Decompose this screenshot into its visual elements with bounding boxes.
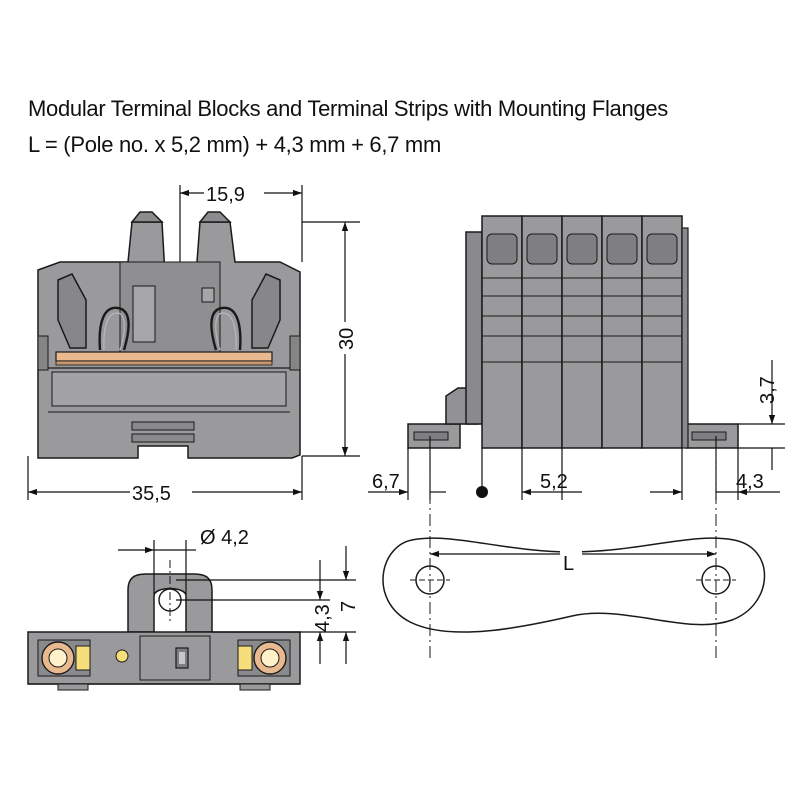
dim-top-width: 15,9	[179, 180, 303, 262]
dim-flange-left: 6,7	[368, 436, 446, 500]
dim-label-flange-height: 3,7	[757, 376, 779, 404]
mounting-pattern: L	[382, 448, 766, 660]
length-formula: L = (Pole no. x 5,2 mm) + 4,3 mm + 6,7 m…	[28, 132, 441, 157]
dim-label-offset-b: 7	[338, 601, 360, 612]
centre-mark	[476, 448, 488, 498]
pole	[521, 215, 563, 449]
pole	[601, 215, 643, 449]
dim-flange-right: 4,3	[715, 436, 780, 500]
front-view	[407, 215, 739, 449]
pole	[481, 215, 523, 449]
dim-label-overall-width: 35,5	[132, 483, 171, 505]
dim-label-offset-a: 4,3	[312, 604, 334, 632]
dim-overall-width: 35,5	[27, 456, 303, 505]
dim-flange-height: 3,7	[738, 360, 785, 470]
dim-label-flange-left: 6,7	[372, 471, 400, 493]
dim-label-height: 30	[336, 328, 358, 350]
dim-label-hole-diameter: Ø 4,2	[200, 527, 249, 549]
dim-label-flange-right: 4,3	[736, 471, 764, 493]
top-view	[27, 560, 301, 691]
dim-label-length: L	[563, 553, 574, 575]
dim-height: 30	[302, 221, 360, 457]
dim-label-pitch: 5,2	[540, 471, 568, 493]
dim-offsets: 4,3 7	[176, 546, 360, 664]
pole-group	[481, 215, 683, 449]
diagram-title: Modular Terminal Blocks and Terminal Str…	[28, 96, 668, 121]
dim-label-top-width: 15,9	[206, 184, 245, 206]
side-view	[37, 211, 301, 459]
pole	[641, 215, 683, 449]
dim-hole-diameter: Ø 4,2	[118, 527, 249, 594]
dim-pitch: 5,2	[521, 448, 683, 500]
pole	[561, 215, 603, 449]
